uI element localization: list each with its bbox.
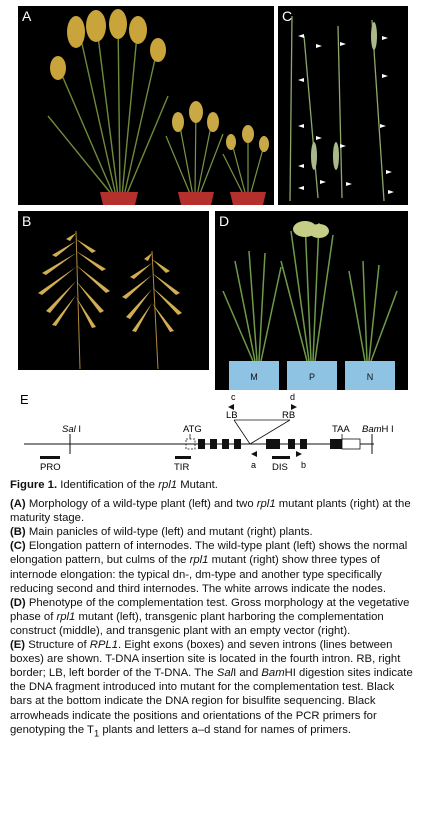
bam-site-label: BamH I [362, 424, 394, 435]
panel-b-illustration [18, 211, 209, 370]
primer-c-label: c [231, 392, 236, 402]
panel-d-letter: D [219, 213, 230, 229]
utr-box [341, 438, 361, 450]
caption-c: (C) Elongation pattern of internodes. Th… [10, 540, 408, 595]
primer-a-label: a [251, 460, 256, 470]
tir-bar [175, 456, 191, 459]
atg-label: ATG [183, 424, 202, 435]
exon-8 [330, 439, 342, 449]
exon-4 [234, 439, 241, 449]
panel-c-photo: C [278, 6, 408, 205]
caption-e: (E) Structure of RPL1. Eight exons (boxe… [10, 639, 413, 738]
pro-label: PRO [40, 462, 61, 472]
exon-7 [300, 439, 307, 449]
dis-label: DIS [272, 462, 288, 472]
pot-label-p: P [309, 372, 315, 382]
exon-5 [266, 439, 280, 449]
panel-e-letter: E [20, 392, 29, 407]
caption-title: Figure 1. Identification of the rpl1 Mut… [10, 479, 218, 491]
panel-b-letter: B [22, 213, 32, 229]
pot-label-m: M [250, 372, 258, 382]
panel-d-photo: M P N D [215, 211, 408, 390]
exon-3 [222, 439, 229, 449]
caption-d: (D) Phenotype of the complementation tes… [10, 596, 410, 637]
rb-label: RB [282, 410, 295, 421]
caption-b: (B) Main panicles of wild-type (left) an… [10, 526, 313, 539]
exon-1 [198, 439, 205, 449]
panel-a-letter: A [22, 8, 32, 24]
panel-b-photo: B [18, 211, 209, 370]
sal-site-label: Sal I [62, 424, 81, 435]
pot-label-n: N [367, 372, 374, 382]
pro-bar [40, 456, 60, 459]
figure-caption: Figure 1. Identification of the rpl1 Mut… [10, 478, 414, 740]
dis-bar [272, 456, 290, 459]
primer-d-label: d [290, 392, 295, 402]
exon-6 [288, 439, 295, 449]
exon-2 [210, 439, 217, 449]
panel-a-illustration [18, 6, 274, 205]
taa-label: TAA [332, 424, 350, 435]
panel-a-photo: A [18, 6, 274, 205]
primer-b-label: b [301, 460, 306, 470]
panel-c-illustration [278, 6, 408, 205]
caption-a: (A) Morphology of a wild-type plant (lef… [10, 498, 411, 525]
panel-e-gene-diagram: E Sal I ATG LB RB c d TAA BamH I PRO TIR… [20, 392, 394, 472]
panel-c-letter: C [282, 8, 293, 24]
panel-d-illustration: M P N [215, 211, 408, 390]
lb-label: LB [226, 410, 238, 421]
tir-label: TIR [174, 462, 189, 472]
